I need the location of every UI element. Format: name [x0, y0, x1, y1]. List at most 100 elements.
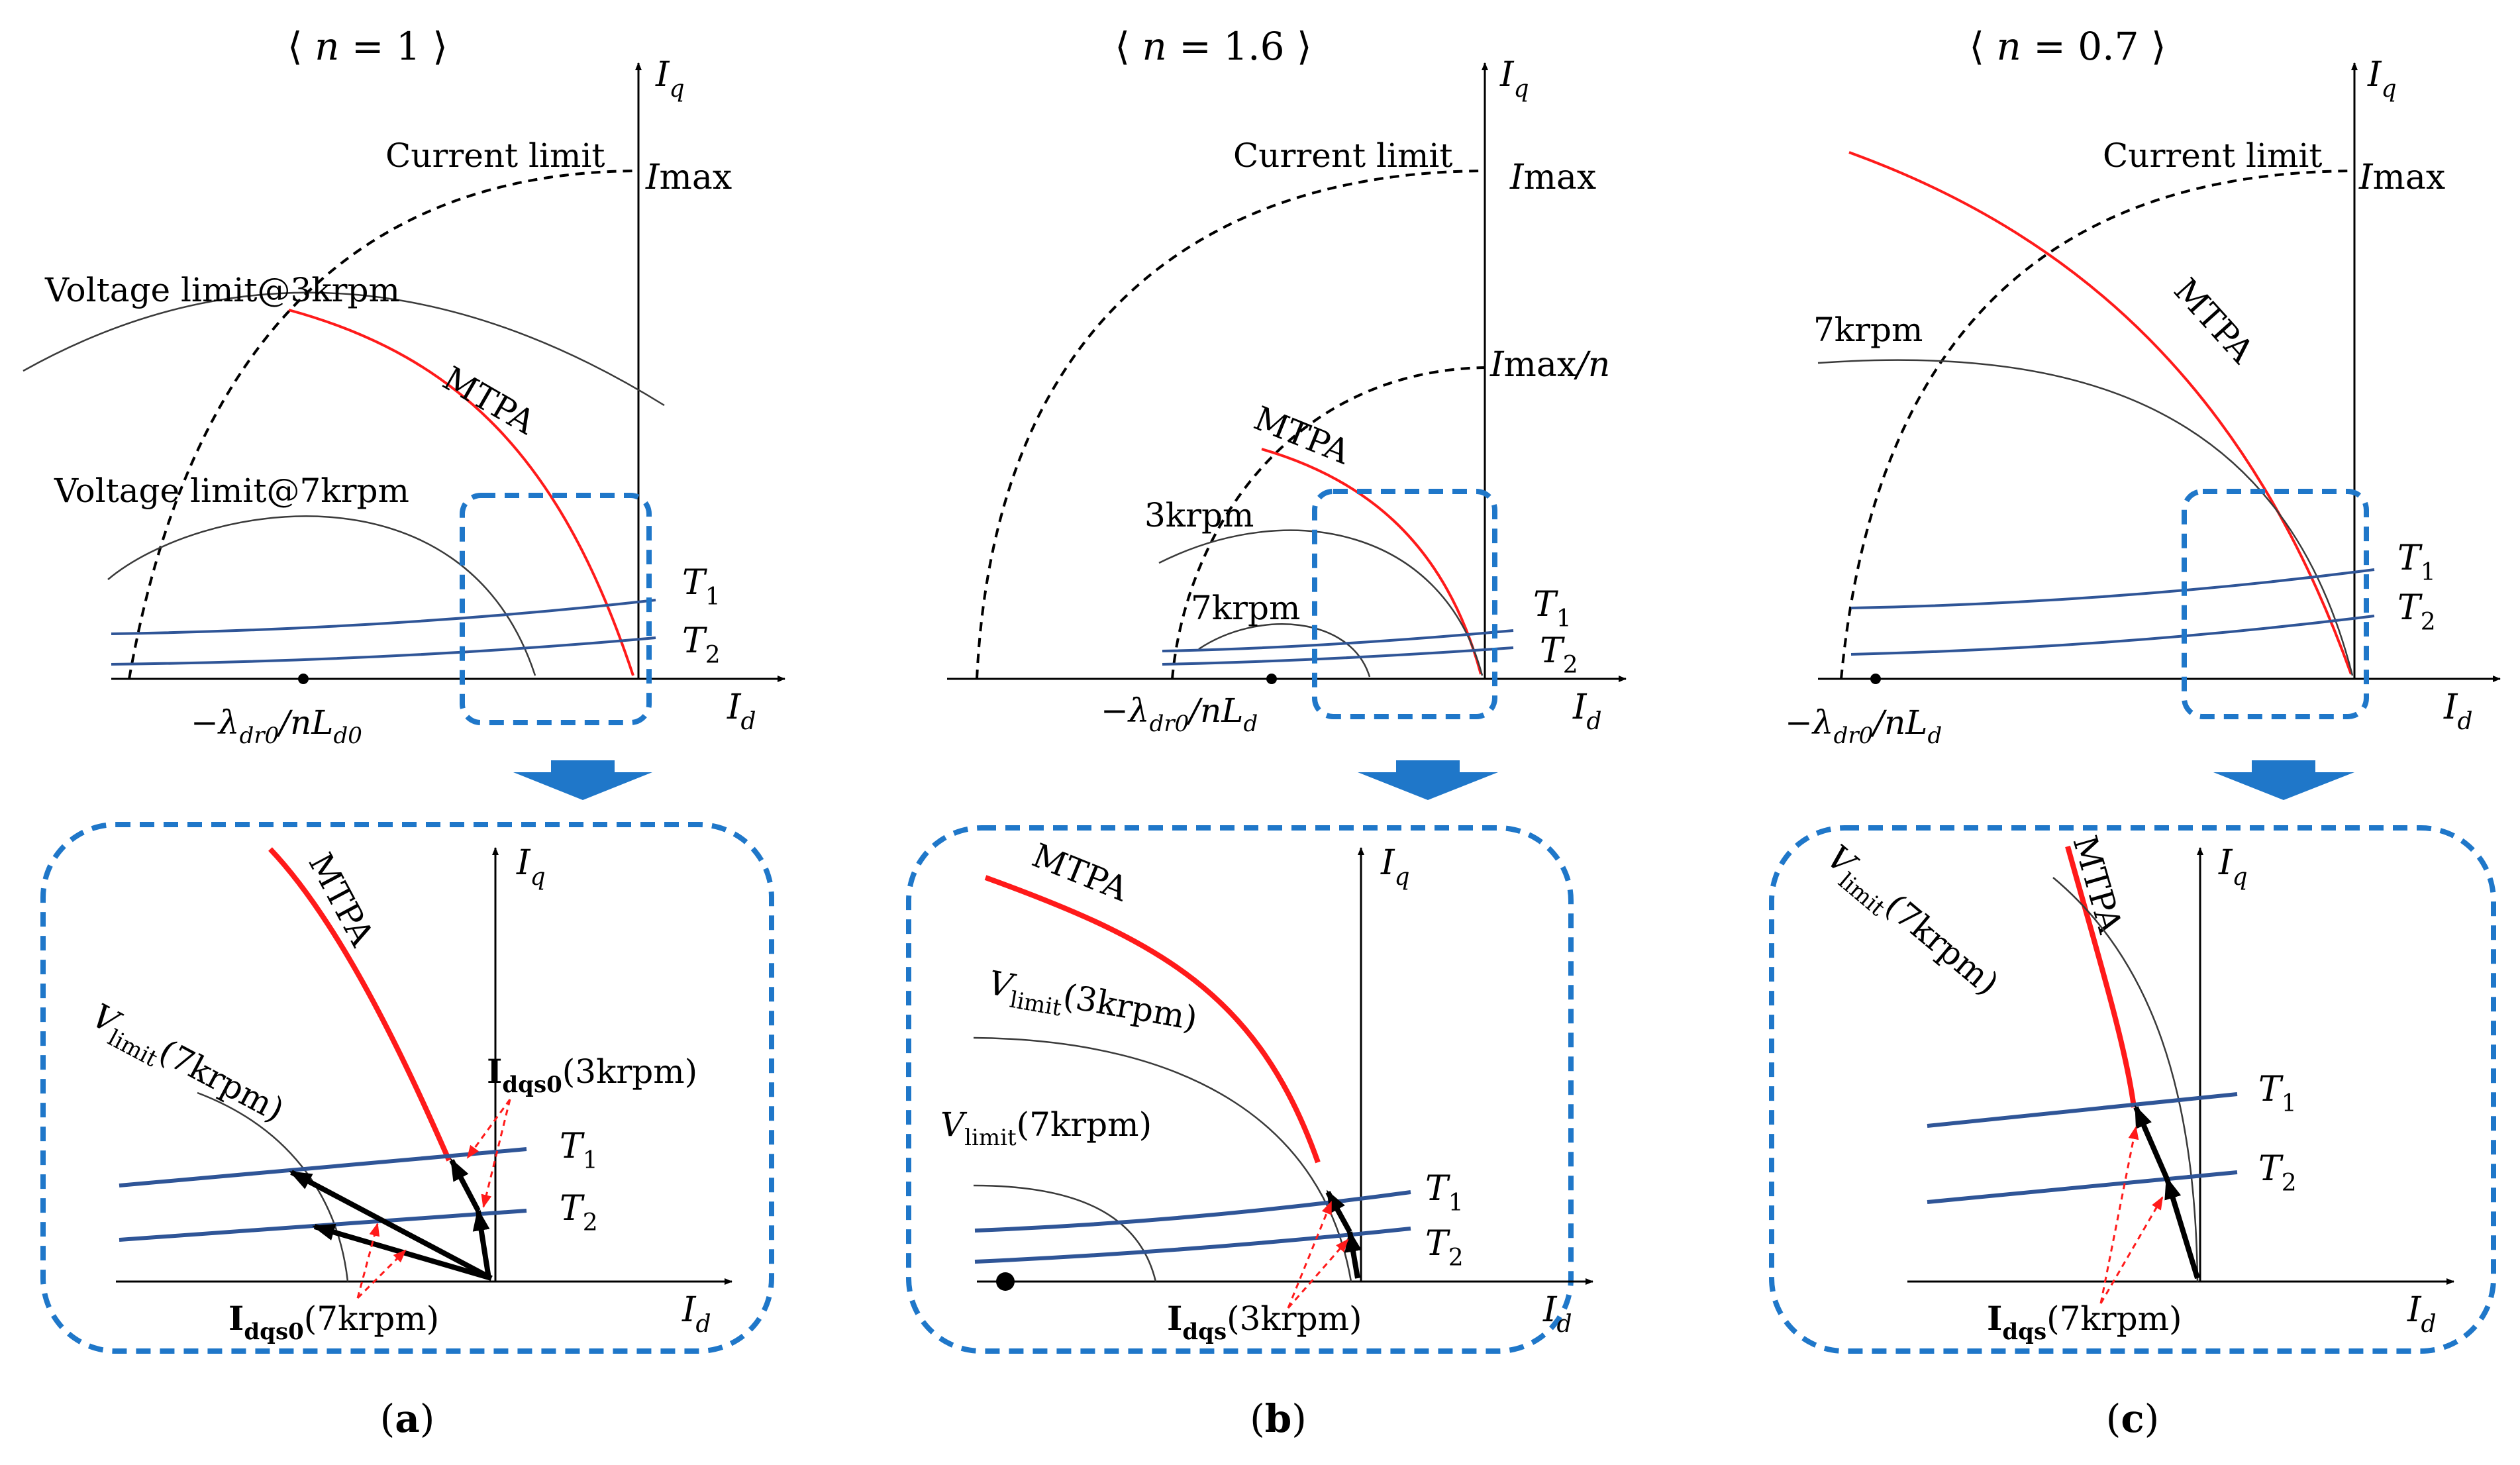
- panel-c-7krpm-curve: [1817, 359, 2354, 676]
- panel-c-zoom-iq-label: Iq: [2218, 843, 2248, 891]
- panel-b-zoom-box: [906, 825, 1574, 1354]
- panel-c-zoom-pointer-a: [2099, 1126, 2139, 1304]
- panel-a-zoom-vector-3k-t1: [449, 1158, 481, 1212]
- panel-a-zoom-region: [460, 493, 652, 725]
- panel-c-t2-curve: [1850, 615, 2375, 656]
- panel-b-zoom-vector-t1: [1325, 1189, 1352, 1233]
- panel-b-t2-curve: [1162, 646, 1514, 666]
- panel-a-zoom-vlimit-label: Vlimit(7krpm): [82, 996, 290, 1136]
- panel-a-iq-label: Iq: [655, 55, 685, 103]
- panel-c-current-limit-label: Current limit: [2103, 136, 2323, 175]
- panel-c-zoom-box: [1769, 825, 2496, 1354]
- panel-b-zoom-vector-t2: [1344, 1229, 1362, 1279]
- panel-a-zoom-pointer-3k-a: [481, 1099, 511, 1208]
- panel-b-title: ⟨ n = 1.6 ⟩: [1115, 24, 1311, 69]
- panel-b-t1-label: T1: [1533, 585, 1572, 632]
- panel-a-zoom-vector-7k-t1: [289, 1170, 493, 1281]
- panel-b-iq-label: Iq: [1499, 55, 1529, 103]
- panel-a-t2-curve: [111, 636, 656, 666]
- panel-b-zoom-pointer-a: [1287, 1201, 1333, 1309]
- panel-a-zoom-pointer-3k-b: [466, 1099, 511, 1159]
- panel-a-zoom-vector-3k-t2: [472, 1208, 491, 1279]
- panel-a-current-limit-label: Current limit: [385, 136, 605, 175]
- panel-b-7krpm-curve: [1198, 623, 1371, 678]
- panel-c-center-label: −λdr0/nLd: [1785, 703, 1942, 749]
- panel-c: ⟨ n = 0.7 ⟩ Iq Id Current limit Imax MTP…: [1769, 24, 2501, 1441]
- panel-a-zoom-t2-label: T2: [560, 1189, 598, 1237]
- panel-b-center-label: −λdr0/nLd: [1101, 691, 1258, 737]
- panel-c-mtpa-label: MTPA: [2166, 271, 2262, 371]
- panel-a-mtpa-label: MTPA: [436, 359, 542, 442]
- panel-b-zoom-iq-label: Iq: [1380, 843, 1410, 891]
- panel-c-caption: (c): [2106, 1396, 2160, 1441]
- panel-a-title: ⟨ n = 1 ⟩: [287, 24, 448, 69]
- panel-b-imax-n-curve: [1171, 366, 1486, 680]
- panel-c-7krpm-label: 7krpm: [1813, 311, 1923, 349]
- panel-a-zoom-mtpa-curve: [268, 847, 452, 1162]
- panel-b-t1-curve: [1162, 629, 1514, 652]
- panel-a-t2-label: T2: [682, 621, 721, 669]
- panel-b-mtpa-curve: [1261, 448, 1482, 675]
- panel-b-zoom-id-label: Id: [1542, 1290, 1572, 1338]
- panel-c-zoom-vlimit-label: Vlimit(7krpm): [1815, 838, 2006, 1009]
- panel-b-caption: (b): [1250, 1396, 1307, 1441]
- panel-a-id-label: Id: [727, 687, 756, 735]
- panel-b-3krpm-label: 3krpm: [1144, 496, 1254, 534]
- down-arrow-icon: [1358, 760, 1498, 800]
- panel-b-imax-n-label: Imax/n: [1489, 345, 1610, 385]
- panel-b-zoom-region: [1312, 489, 1497, 719]
- panel-b-7krpm-label: 7krpm: [1191, 589, 1300, 627]
- panel-c-zoom-vector-t2: [2164, 1176, 2200, 1280]
- panel-b-zoom-pointer-b: [1287, 1238, 1349, 1309]
- panel-a-voltage-limit-7k-curve: [107, 515, 536, 676]
- panel-a-caption: (a): [380, 1396, 435, 1441]
- panel-c-zoom-t2-label: T2: [2258, 1149, 2297, 1197]
- panel-b-zoom-vlimit-7k-label: Vlimit(7krpm): [940, 1105, 1152, 1151]
- panel-b: ⟨ n = 1.6 ⟩ Iq Id Current limit Imax Ima…: [906, 24, 1627, 1441]
- panel-a-zoom-t1-curve: [119, 1147, 527, 1187]
- panel-a-imax-label: Imax: [645, 158, 732, 197]
- panel-c-zoom-vector-t1: [2133, 1105, 2170, 1180]
- panel-c-zoom-mtpa-curve: [2065, 845, 2137, 1108]
- panel-b-3krpm-curve: [1158, 529, 1484, 676]
- panel-a-zoom-vlimit-curve: [197, 1091, 349, 1282]
- panel-a-zoom-iq-label: Iq: [516, 843, 546, 891]
- panel-c-t1-curve: [1850, 568, 2375, 609]
- panel-a-t1-label: T1: [682, 563, 721, 611]
- panel-a-voltage-limit-3k-curve: [23, 291, 665, 407]
- panel-c-t1-label: T1: [2397, 538, 2436, 586]
- panel-c-center-point: [1870, 674, 1881, 684]
- panel-c-zoom-t2-curve: [1927, 1170, 2238, 1204]
- panel-c-mtpa-curve: [1848, 151, 2352, 675]
- panel-b-id-label: Id: [1572, 687, 1602, 735]
- panel-a-voltage-limit-3k-label: Voltage limit@3krpm: [44, 271, 400, 309]
- panel-b-current-limit-label: Current limit: [1233, 136, 1453, 175]
- panel-b-zoom-t1-curve: [974, 1190, 1411, 1233]
- panel-c-zoom-pointer-b: [2099, 1196, 2164, 1304]
- panel-a-center-point: [298, 674, 309, 684]
- panel-a-zoom-pointer-7k-b: [356, 1249, 407, 1299]
- panel-a-zoom-id-label: Id: [681, 1290, 711, 1338]
- panel-b-center-point: [1266, 674, 1277, 684]
- panel-a-voltage-limit-7k-label: Voltage limit@7krpm: [54, 472, 409, 510]
- panel-c-imax-label: Imax: [2358, 158, 2445, 197]
- panel-a-zoom-box: [40, 822, 774, 1354]
- panel-b-mtpa-label: MTPA: [1249, 399, 1356, 472]
- panel-a-mtpa-curve: [288, 309, 634, 676]
- panel-a-zoom-idqs0-7k-label: Idqs0(7krpm): [228, 1299, 439, 1345]
- panel-b-zoom-t2-label: T2: [1425, 1224, 1464, 1272]
- panel-a-zoom-idqs0-3k-label: Idqs0(3krpm): [487, 1052, 697, 1098]
- panel-c-id-label: Id: [2443, 687, 2473, 735]
- panel-b-t2-label: T2: [1540, 631, 1578, 679]
- panel-c-iq-label: Iq: [2367, 55, 2397, 103]
- down-arrow-icon: [2213, 760, 2354, 800]
- panel-c-zoom-region: [2182, 489, 2369, 719]
- panel-b-current-limit-curve: [976, 170, 1486, 680]
- panel-a-zoom-pointer-7k-a: [356, 1223, 380, 1299]
- panel-a-current-limit-curve: [128, 170, 639, 680]
- panel-c-t2-label: T2: [2397, 588, 2436, 636]
- panel-b-zoom-vlimit-7k-curve: [973, 1184, 1157, 1282]
- panel-c-zoom-id-label: Id: [2407, 1290, 2437, 1338]
- panel-b-zoom-mtpa-curve: [984, 875, 1321, 1164]
